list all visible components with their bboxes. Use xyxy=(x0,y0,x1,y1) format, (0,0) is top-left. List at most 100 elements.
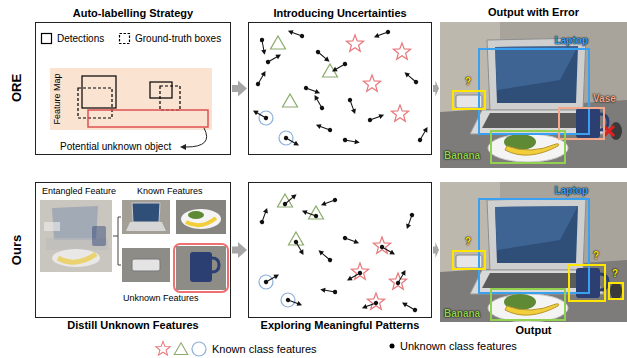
feature-scatter xyxy=(342,235,360,246)
known-feature-image xyxy=(122,200,170,234)
feature-scatter xyxy=(373,29,391,40)
feature-scatter xyxy=(346,270,363,283)
error-cross xyxy=(604,126,614,136)
legend-text: Detections xyxy=(57,33,104,44)
feature-map-art xyxy=(78,88,112,118)
feature-scatter xyxy=(283,94,298,107)
split-bracket xyxy=(113,217,121,265)
feature-map-art xyxy=(160,86,180,110)
feature-scatter xyxy=(259,192,418,313)
feature-scatter xyxy=(287,28,305,39)
scene-photo xyxy=(440,182,627,322)
feature-scatter xyxy=(363,75,380,91)
class-label: Laptop xyxy=(555,35,588,47)
feature-scatter xyxy=(259,37,267,55)
entangled-image xyxy=(52,249,100,267)
triangle-symbol xyxy=(174,343,188,355)
bounding-box: Banana xyxy=(490,288,566,321)
feature-map-art xyxy=(50,68,212,130)
unknown-feature-image xyxy=(212,258,219,272)
feature-scatter xyxy=(320,287,338,295)
panel-heading: Output xyxy=(515,324,551,337)
class-label: Banana xyxy=(444,150,480,162)
feature-scatter xyxy=(403,70,420,85)
known-feature-image xyxy=(186,218,216,225)
legend-entry: Ground-truth boxes xyxy=(118,32,221,45)
legend-sample xyxy=(118,32,131,45)
method-panel: Distill Unknown FeaturesEntangled Featur… xyxy=(35,182,231,318)
feature-scatter xyxy=(259,207,270,225)
feature-scatter xyxy=(315,49,332,64)
region-label: Feature Map xyxy=(52,73,63,124)
feature-scatter xyxy=(395,269,408,286)
feature-map: Feature Map xyxy=(50,68,212,130)
unknown-feature-image xyxy=(190,252,212,282)
feature-scatter xyxy=(391,105,408,121)
feature-scatter xyxy=(282,192,299,207)
leader-arrow xyxy=(186,128,207,147)
feature-scatter xyxy=(393,43,410,59)
annotation: Known Features xyxy=(137,186,203,197)
entangled-image xyxy=(58,254,96,262)
result-photo: OutputLaptopBanana??? xyxy=(440,182,627,322)
box-sample xyxy=(42,34,52,44)
bounding-box: Laptop xyxy=(478,198,590,294)
known-feature-image xyxy=(181,209,221,229)
bounding-box: Banana xyxy=(490,130,566,164)
feature-space-panel: Exploring Meaningful Patterns xyxy=(248,182,432,318)
scene-photo xyxy=(440,22,627,168)
feature-scatter xyxy=(263,272,280,285)
legend-sample xyxy=(154,340,208,357)
feature-map-art xyxy=(150,82,172,98)
annotation: Entangled Feature xyxy=(42,186,116,197)
class-label: Laptop xyxy=(555,185,588,197)
feature-scatter xyxy=(301,208,319,219)
dot-symbol xyxy=(390,344,395,349)
legend-text: Unknown class features xyxy=(400,340,517,352)
bounding-box: Laptop xyxy=(478,48,590,135)
entangled-image xyxy=(40,200,112,272)
bounding-box: ? xyxy=(452,250,486,270)
feature-scatter xyxy=(285,297,303,308)
star-symbol xyxy=(156,341,171,355)
known-feature-image xyxy=(126,222,166,231)
legend-sample xyxy=(40,32,53,45)
known-feature-image xyxy=(176,200,226,234)
known-feature-image xyxy=(132,203,160,222)
class-label: Banana xyxy=(444,308,480,320)
unknown-feature-image xyxy=(174,244,228,292)
flow-arrow xyxy=(232,242,247,258)
class-label: ? xyxy=(465,76,471,88)
flow-arrow xyxy=(232,81,247,97)
scene-photo xyxy=(440,182,627,322)
method-panel: Auto-labelling StrategyFeature MapPotent… xyxy=(35,22,231,155)
feature-scatter xyxy=(252,28,430,147)
entangled-image xyxy=(92,226,106,246)
panel-heading: Auto-labelling Strategy xyxy=(73,7,193,20)
feature-scatter xyxy=(367,112,385,123)
flow-arrow xyxy=(433,81,439,97)
class-label: Vase xyxy=(593,93,616,105)
feature-map-art xyxy=(50,68,212,130)
panel-heading: Introducing Uncertainties xyxy=(273,7,406,20)
feature-scatter xyxy=(283,135,300,148)
class-label: ? xyxy=(465,236,471,248)
known-feature-image xyxy=(176,200,226,234)
box-sample xyxy=(120,34,130,44)
annotation: Potential unknown object xyxy=(60,141,171,153)
feature-scatter xyxy=(346,35,363,51)
legend-sample xyxy=(388,342,396,350)
flow-arrow xyxy=(433,242,439,258)
leader-arrow xyxy=(180,128,207,150)
feature-scatter xyxy=(379,244,396,257)
feature-scatter xyxy=(255,70,268,87)
feature-map-art xyxy=(88,110,208,127)
row-label: Ours xyxy=(9,235,24,265)
legend-entry: Known class features xyxy=(154,340,317,357)
entangled-image xyxy=(40,200,112,272)
feature-scatter xyxy=(265,52,282,65)
annotation: Unknown Features xyxy=(123,293,199,304)
